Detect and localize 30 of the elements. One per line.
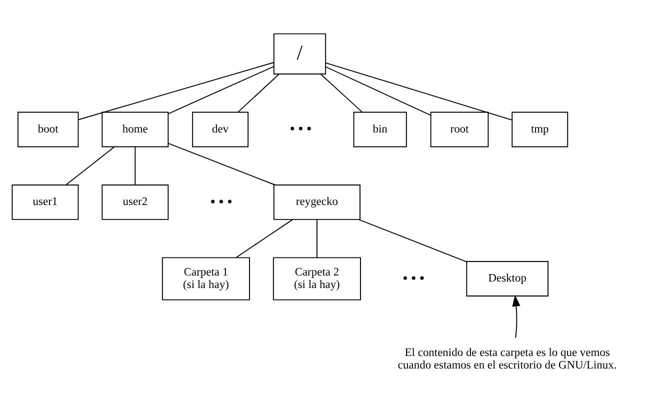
node-box: boot (17, 111, 79, 147)
label: • • • (210, 193, 232, 208)
node-box: Carpeta 2 (si la hay) (272, 256, 361, 300)
node-box: tmp (512, 111, 568, 147)
node-box: home (102, 111, 169, 147)
connector (168, 66, 274, 114)
connector (358, 218, 468, 262)
connector (316, 218, 318, 258)
node-text: El contenido de esta carpeta es lo que vemos cuando estamos en el escritorio de GNU/Linux. (398, 346, 617, 371)
label: • • • (290, 120, 312, 136)
node-box: bin (353, 111, 407, 147)
connector (325, 66, 432, 116)
node-box: / (273, 32, 326, 74)
node-box: dev (192, 111, 249, 147)
arrow (512, 294, 520, 338)
node-box: user1 (12, 184, 79, 220)
connector (320, 73, 363, 112)
node-box: user2 (102, 184, 169, 220)
node-box: reygecko (273, 184, 360, 220)
node-box: Carpeta 1 (si la hay) (162, 256, 250, 300)
node-box: Desktop (466, 260, 548, 296)
connector (134, 146, 136, 185)
connector (66, 146, 115, 185)
connector (238, 73, 280, 112)
connector (168, 142, 276, 185)
label: • • • (402, 270, 424, 285)
connector (78, 62, 274, 120)
connector (236, 218, 294, 258)
connector (325, 62, 512, 120)
node-box: root (430, 111, 489, 147)
